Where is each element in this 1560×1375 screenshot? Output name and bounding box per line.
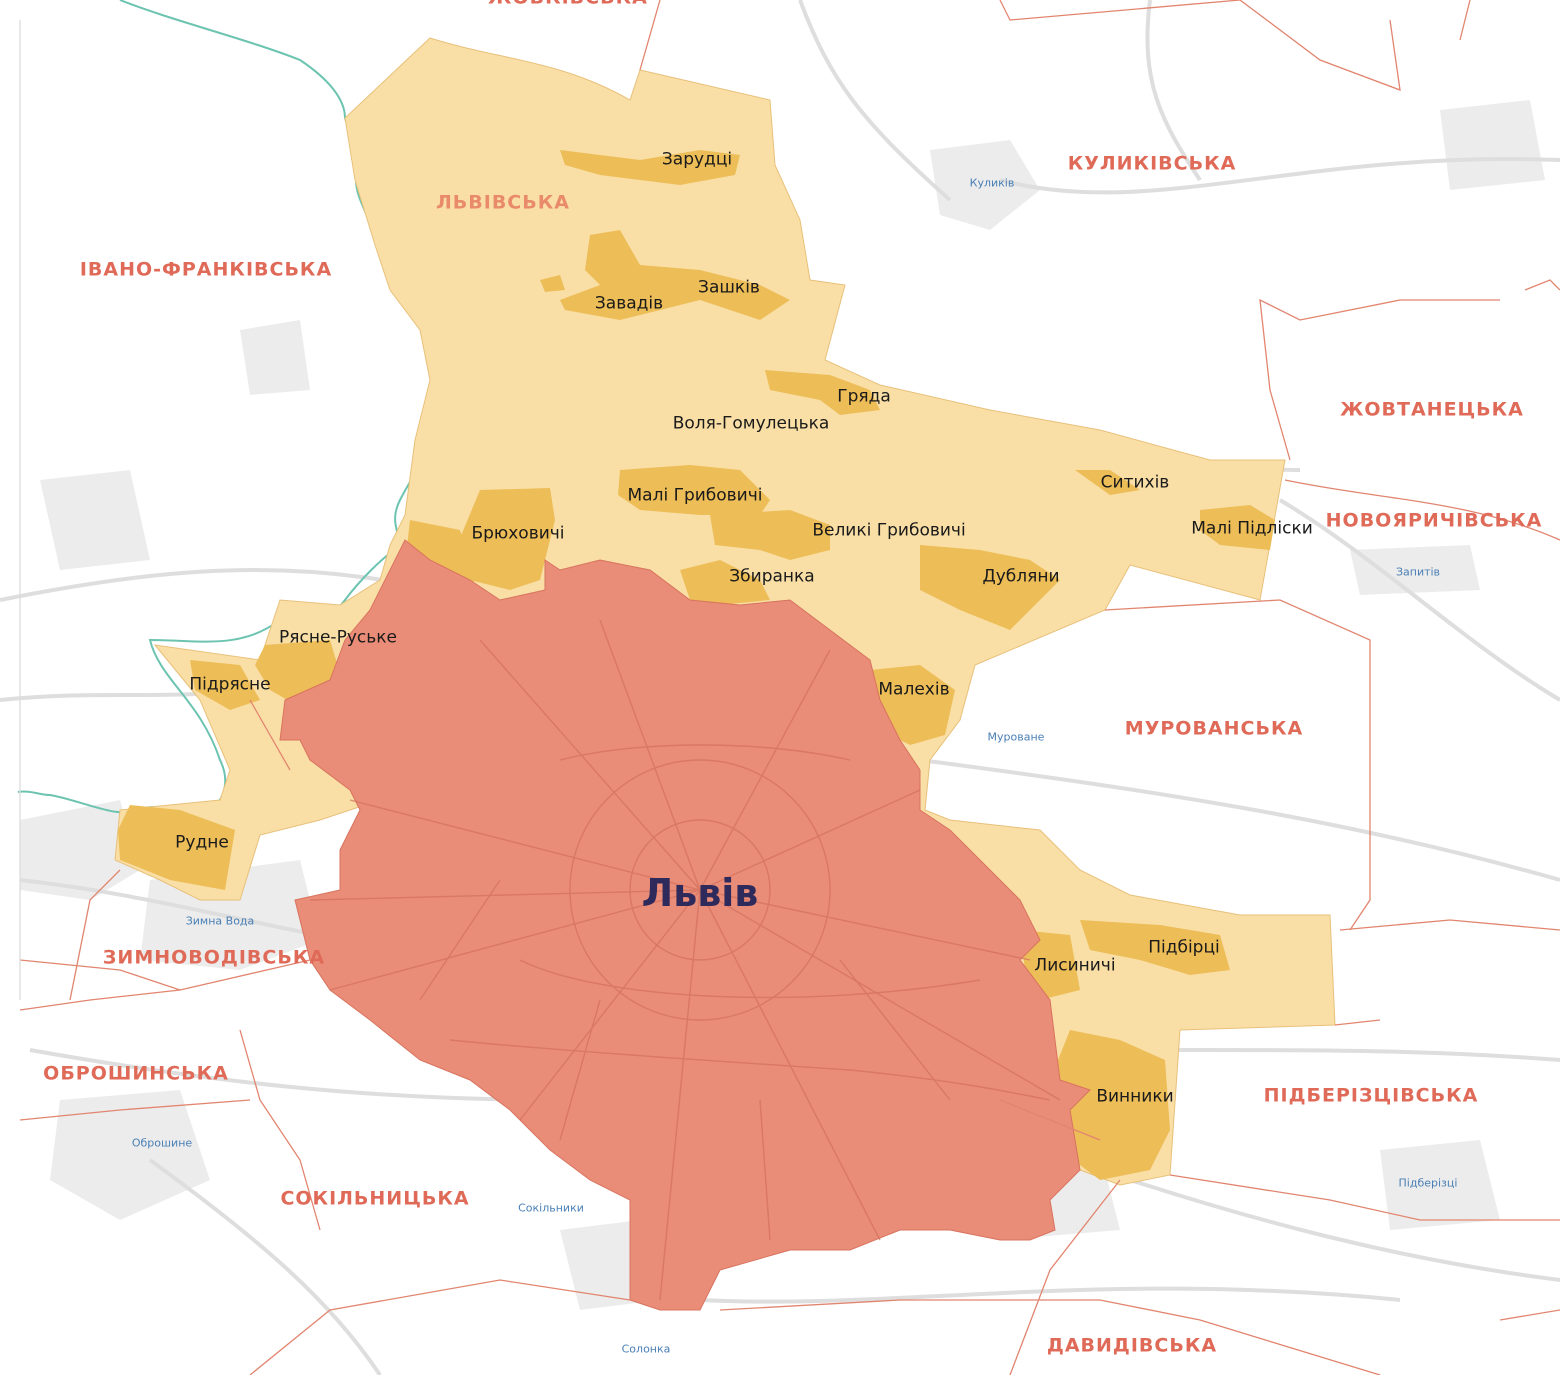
village-label: Завадів [594,293,664,314]
hromada-label: МУРОВАНСЬКА [1124,717,1304,740]
village-label: Малехів [878,679,950,700]
hromada-label: СОКІЛЬНИЦЬКА [280,1187,470,1210]
village-label: Малі Підліски [1191,518,1313,539]
hromada-label: ІВАНО-ФРАНКІВСЬКА [79,258,333,281]
hromada-label: ЖОВКІВСЬКА [488,0,648,8]
village-label: Підрясне [189,674,271,695]
hromada-label: ЖОВТАНЕЦЬКА [1340,398,1524,421]
village-label: Воля-Гомулецька [672,413,830,434]
city-streets [309,619,1061,1301]
village-label: Зарудці [661,149,733,170]
village-label: Підбірці [1148,937,1220,958]
lviv-city-area [279,539,1091,1311]
village-label: Збиранка [729,566,815,587]
village-label: Дубляни [982,566,1060,587]
village-label: Рясне-Руське [279,627,397,648]
district-boundaries [19,0,1560,1375]
settlement-label: Сокільники [518,1201,584,1215]
settlement-label: Солонка [621,1342,671,1356]
hromada-label: ЛЬВІВСЬКА [436,191,570,214]
village-label: Рудне [175,832,229,853]
village-label: Великі Грибовичі [812,520,966,541]
settlement-label: Зимна Вода [185,914,255,928]
village-label: Зашків [698,277,760,298]
settlement-label: Підберізці [1398,1176,1458,1190]
village-label: Ситихів [1100,472,1170,493]
hromada-label: ПІДБЕРІЗЦІВСЬКА [1263,1084,1479,1107]
hromada-label: НОВОЯРИЧІВСЬКА [1325,509,1543,532]
hromada-label: ОБРОШИНСЬКА [43,1062,229,1085]
settlement-label: Оброшине [131,1136,193,1150]
village-label: Лисиничі [1034,955,1116,976]
hromada-label: КУЛИКІВСЬКА [1067,152,1237,175]
village-label: Малі Грибовичі [627,485,763,506]
settlement-label: Куликів [969,176,1015,190]
settlement-label: Муроване [987,730,1045,744]
village-label: Гряда [837,386,891,407]
hromada-label: ЗИМНОВОДІВСЬКА [102,946,326,969]
village-label: Брюховичі [471,523,565,544]
city-label: Львів [641,871,759,915]
village-label: Винники [1096,1086,1174,1107]
hromada-label: ДАВИДІВСЬКА [1046,1334,1218,1357]
settlement-label: Запитів [1395,565,1441,579]
